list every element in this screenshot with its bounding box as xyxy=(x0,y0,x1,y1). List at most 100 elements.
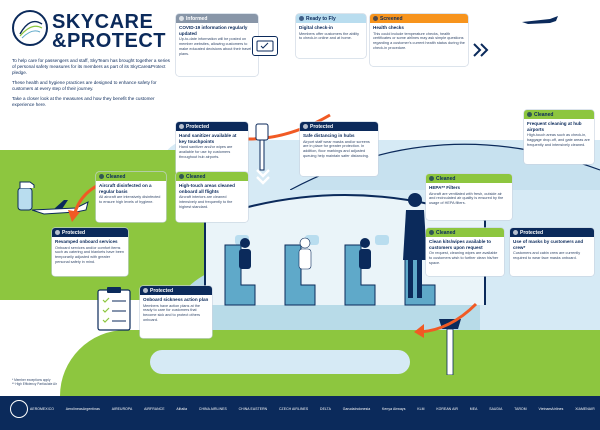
footer-skyteam-logo xyxy=(10,400,28,418)
plane-icon xyxy=(299,16,304,21)
airline-logo: KLM xyxy=(417,407,425,411)
card-title: Use of masks by customers and crew* xyxy=(513,239,584,250)
card-title: COVID-19 information regularly updated xyxy=(179,25,248,36)
card-body: Up-to-date information will be posted on… xyxy=(179,37,252,56)
chevron-right-icon xyxy=(473,43,489,57)
card-body: Airport staff wear masks and/or screens … xyxy=(303,139,370,158)
airline-logo: CHINA EASTERN xyxy=(238,407,268,411)
sparkle-icon xyxy=(429,230,434,235)
card-body: Aircraft interiors are cleaned intensive… xyxy=(179,195,233,209)
intro-paragraph: Take a closer look at the measures and h… xyxy=(12,96,155,107)
card-title: Frequent cleaning at hub airports xyxy=(527,121,582,132)
tag-cleaned: Cleaned xyxy=(96,172,166,181)
page-title-line1: SKYCARE xyxy=(52,11,154,33)
tag-cleaned: Cleaned xyxy=(426,228,504,237)
card-title: High-touch areas cleaned onboard all fli… xyxy=(179,183,235,194)
card-body: Members have action plans at the ready t… xyxy=(143,303,200,322)
footer-bar xyxy=(0,396,600,430)
card-title: Digital check-in xyxy=(299,25,333,30)
clipboard-icon xyxy=(97,287,131,331)
card-ready-to-fly: Ready to Fly Digital check-in Members of… xyxy=(296,14,366,58)
intro-paragraph: These health and hygiene practices are d… xyxy=(12,80,157,91)
card-body: Customers and cabin crew are currently r… xyxy=(513,251,581,260)
card-body: This could include temperature checks, h… xyxy=(373,31,465,50)
airline-logo: TAROM xyxy=(514,407,527,411)
card-title: Revamped onboard services xyxy=(55,239,118,244)
river xyxy=(150,350,410,374)
plane-top-right-icon xyxy=(522,16,558,24)
card-screened: Screened Health checks This could includ… xyxy=(370,14,468,66)
card-body: On request, cleaning wipes are available… xyxy=(429,251,499,265)
tag-cleaned: Cleaned xyxy=(524,110,594,119)
tag-informed: Informed xyxy=(176,14,258,23)
card-title: Onboard sickness action plan xyxy=(143,297,209,302)
tag-ready-to-fly: Ready to Fly xyxy=(296,14,366,23)
card-title: Aircraft disinfected on a regular basis xyxy=(99,183,152,194)
card-body: Onboard services and/or comfort items su… xyxy=(55,245,125,264)
chevron-down-icon xyxy=(256,169,270,185)
airline-logo: AerolineasArgentinas xyxy=(65,407,100,411)
spray-bottle-icon xyxy=(17,181,35,211)
shield-icon xyxy=(55,230,60,235)
airline-logo: KOREAN AIR xyxy=(436,407,459,411)
card-title: Safe distancing in hubs xyxy=(303,133,355,138)
shield-icon xyxy=(143,288,148,293)
card-informed: Informed COVID-19 information regularly … xyxy=(176,14,258,76)
card-safe-distancing: Protected Safe distancing in hubs Airpor… xyxy=(300,122,378,176)
card-body: Hand sanitizer and/or wipes are availabl… xyxy=(179,145,233,159)
cabin-crew-figure xyxy=(403,193,427,298)
cabin-seats xyxy=(224,237,436,306)
intro-paragraph: To help care for passengers and staff, S… xyxy=(12,58,170,75)
sparkle-icon xyxy=(527,112,532,117)
card-body: All aircraft are intensively disinfected… xyxy=(99,195,161,204)
chevron-down-icon xyxy=(271,111,285,127)
airline-logo: XIAMENAIR xyxy=(575,407,595,411)
digital-checkin-icon xyxy=(252,36,278,56)
card-aircraft-disinfected: Cleaned Aircraft disinfected on a regula… xyxy=(96,172,166,222)
card-clean-kits: Cleaned Clean kits/wipes available to cu… xyxy=(426,228,504,276)
sanitizer-dispenser-icon xyxy=(255,123,269,171)
card-use-of-masks: Protected Use of masks by customers and … xyxy=(510,228,594,276)
airline-logo: Kenya Airways xyxy=(381,407,406,411)
airline-logo: DELTA xyxy=(320,407,331,411)
airline-logo: AIRFRANCE xyxy=(144,407,165,411)
tag-cleaned: Cleaned xyxy=(176,172,248,181)
card-high-touch-cleaned: Cleaned High-touch areas cleaned onboard… xyxy=(176,172,248,222)
card-body: Members offer customers the ability to c… xyxy=(299,31,360,41)
card-title: HEPA** Filters xyxy=(429,185,461,190)
airline-logo: AEROMEXICO xyxy=(30,407,54,411)
card-hepa-filters: Cleaned HEPA** Filters Aircraft are vent… xyxy=(426,174,512,220)
skyteam-logo xyxy=(12,10,48,46)
card-body: High-touch areas such as check-in, bagga… xyxy=(527,133,590,147)
airline-logo: SAUDIA xyxy=(489,407,503,411)
card-title: Hand sanitizer available at key touchpoi… xyxy=(179,133,237,144)
chevron-left-icon xyxy=(397,69,413,83)
tag-cleaned: Cleaned xyxy=(426,174,512,183)
footnote-line: * Member exceptions apply xyxy=(12,378,51,382)
card-title: Clean kits/wipes available to customers … xyxy=(429,239,492,250)
airline-logo: CHINA AIRLINES xyxy=(198,407,227,411)
tag-protected: Protected xyxy=(176,122,248,131)
footnotes: * Member exceptions apply ** High Effici… xyxy=(12,378,57,387)
tag-screened: Screened xyxy=(370,14,468,23)
card-frequent-cleaning: Cleaned Frequent cleaning at hub airport… xyxy=(524,110,594,164)
tag-protected: Protected xyxy=(510,228,594,237)
shield-icon xyxy=(303,124,308,129)
card-sickness-plan: Protected Onboard sickness action plan M… xyxy=(140,286,212,338)
card-revamped-services: Protected Revamped onboard services Onbo… xyxy=(52,228,128,276)
sparkle-icon xyxy=(179,174,184,179)
info-icon xyxy=(179,16,184,21)
airline-logo: CZECH AIRLINES xyxy=(278,407,309,411)
tag-protected: Protected xyxy=(52,228,128,237)
airline-logo: Alitalia xyxy=(176,407,188,411)
airline-logo: GarudaIndonesia xyxy=(342,407,371,411)
journey-arrow-right xyxy=(414,302,478,338)
card-body: Aircraft are ventilated with fresh, outs… xyxy=(429,191,504,206)
card-hand-sanitizer: Protected Hand sanitizer available at ke… xyxy=(176,122,248,174)
airline-logo: MEA xyxy=(469,407,478,411)
mask-icon xyxy=(513,230,518,235)
intro-text: To help care for passengers and staff, S… xyxy=(12,58,172,112)
thermometer-icon xyxy=(373,16,378,21)
